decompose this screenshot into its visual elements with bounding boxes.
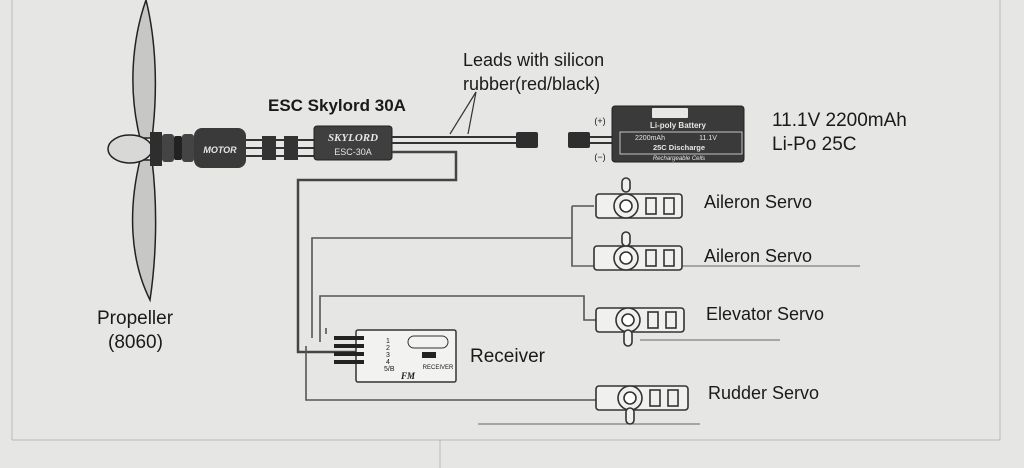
receiver-label: Receiver <box>470 346 545 367</box>
battery-connector <box>568 132 590 148</box>
battery-voltage: 11.1V <box>699 135 717 142</box>
page-frame <box>11 0 1001 468</box>
propeller-label-line1: Propeller <box>97 308 174 329</box>
receiver-name: RECEIVER <box>423 365 454 371</box>
aileron-servo-1-label: Aileron Servo <box>704 192 813 212</box>
esc-title: ESC Skylord 30A <box>268 96 406 115</box>
aileron-servo-2-label: Aileron Servo <box>704 246 813 266</box>
esc-model: ESC-30A <box>334 147 372 157</box>
receiver-channel: 5/B <box>384 366 395 373</box>
motor <box>162 128 246 168</box>
aileron-servo-2 <box>593 231 683 271</box>
battery-title: Li-poly Battery <box>650 121 707 130</box>
leads-pointer <box>449 91 477 135</box>
servo-wiring <box>305 205 596 401</box>
motor-esc-connectors <box>262 136 298 160</box>
battery-minus: (−) <box>594 152 605 162</box>
leads-label-line1: Leads with silicon <box>463 50 605 70</box>
battery-spec-line1: 11.1V 2200mAh <box>772 110 907 131</box>
esc-brand: SKYLORD <box>328 132 378 144</box>
receiver-channel-labels: 1 2 3 4 5/B <box>384 338 395 373</box>
elevator-servo-label: Elevator Servo <box>706 304 825 324</box>
propeller-label-line2: (8060) <box>108 332 163 353</box>
rudder-servo-label: Rudder Servo <box>708 383 820 403</box>
aileron-servo-1 <box>595 177 683 219</box>
receiver-channel: 3 <box>386 352 390 359</box>
receiver-mode: FM <box>400 371 416 381</box>
motor-esc-wires <box>246 139 314 157</box>
battery-spec-line2: Li-Po 25C <box>772 134 857 155</box>
leads-label-line2: rubber(red/black) <box>463 74 601 94</box>
receiver-channel: 1 <box>386 338 390 345</box>
battery-capacity: 2200mAh <box>635 135 665 142</box>
rudder-servo <box>595 385 689 425</box>
receiver-channel: 2 <box>386 345 390 352</box>
esc-connector <box>516 132 538 148</box>
esc-signal-lead <box>296 150 458 354</box>
battery-discharge: 25C Discharge <box>653 143 705 152</box>
battery-plus: (+) <box>594 116 605 126</box>
elevator-servo <box>595 307 685 347</box>
propeller <box>107 0 162 303</box>
battery-connector-wires <box>590 136 614 144</box>
battery-pack <box>611 105 745 163</box>
battery-leads <box>392 136 516 144</box>
motor-label: MOTOR <box>203 145 237 155</box>
battery-footer: Rechargeable Cells <box>653 156 705 162</box>
receiver-channel: 4 <box>386 359 390 366</box>
receiver-unit <box>334 329 457 383</box>
